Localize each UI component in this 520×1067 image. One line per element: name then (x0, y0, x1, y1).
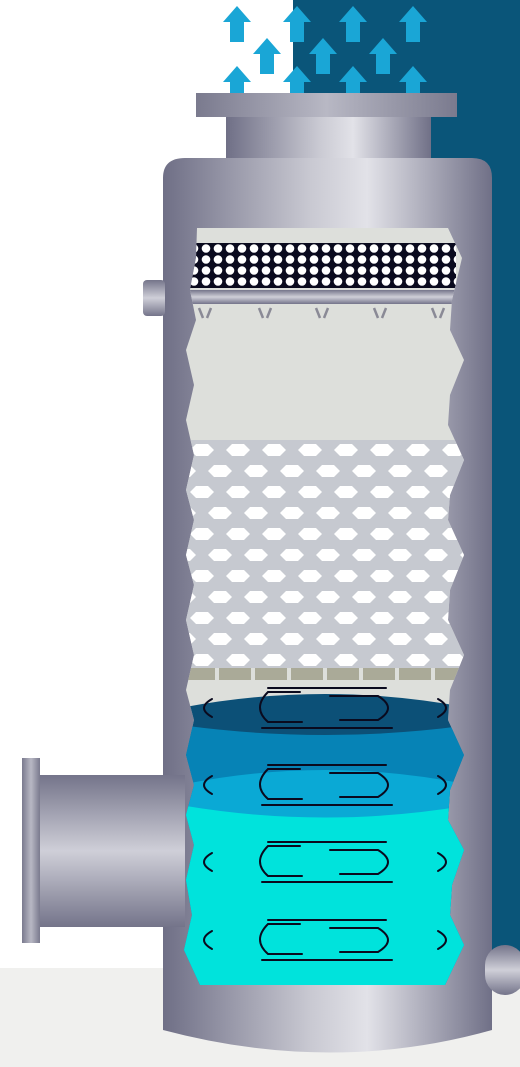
liquid-outlet-nozzle (485, 945, 520, 995)
up-arrow-icon (253, 38, 281, 74)
spray-header (186, 290, 462, 304)
gas-inlet-nozzle (22, 758, 185, 943)
grid-gap (431, 668, 435, 680)
grid-gap (359, 668, 363, 680)
grid-gap (215, 668, 219, 680)
up-arrow-icon (223, 6, 251, 42)
vessel-interior (170, 220, 471, 1000)
grid-gap (287, 668, 291, 680)
grid-gap (251, 668, 255, 680)
grid-gap (323, 668, 327, 680)
packing-bed (180, 440, 470, 668)
mist-eliminator (186, 243, 456, 288)
liquid-sump (180, 805, 470, 990)
grid-gap (395, 668, 399, 680)
liquid-inlet-nozzle (143, 280, 165, 316)
outlet-neck (196, 93, 457, 162)
